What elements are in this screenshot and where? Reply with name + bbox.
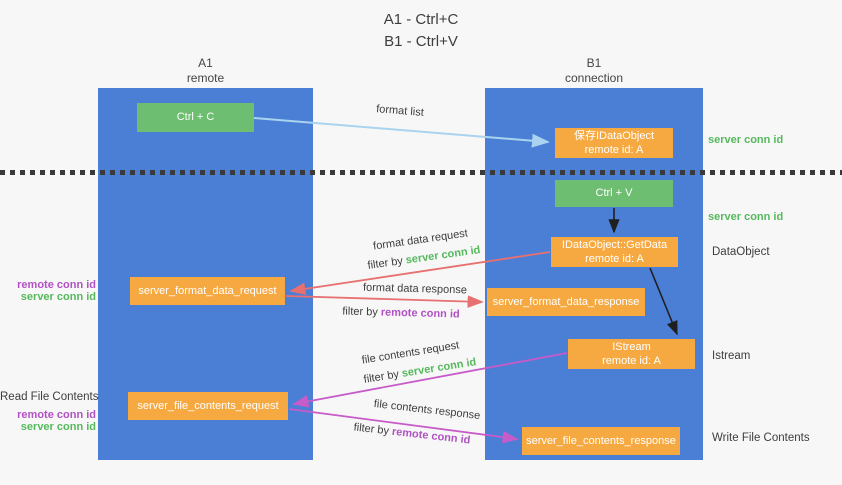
edge-format-data-response	[285, 295, 484, 308]
lane-header-b1: B1 connection	[485, 56, 703, 86]
side-label-read-file-contents: Read File Contents	[0, 391, 99, 403]
remote-conn-id-text: remote conn id	[380, 306, 460, 321]
side-label-dataobject: DataObject	[712, 246, 770, 258]
lane-b1-name: B1	[586, 56, 602, 70]
node-file-request-label: server_file_contents_request	[137, 399, 279, 412]
edge-getdata-to-istream	[649, 267, 678, 336]
side-label-server-conn-id-1: server conn id	[20, 291, 96, 303]
edge-format-data-request	[289, 251, 551, 296]
node-getdata-line2: remote id: A	[585, 253, 644, 265]
side-label-server-conn-id-2: server conn id	[20, 421, 96, 433]
side-label-group-format: remote conn id server conn id	[8, 279, 96, 303]
node-istream: IStream remote id: A	[568, 339, 695, 369]
node-save-idataobject-line2: remote id: A	[584, 144, 644, 156]
node-istream-line1: IStream	[612, 340, 651, 353]
node-server-file-contents-response: server_file_contents_response	[522, 427, 680, 455]
lane-a1-subtitle: remote	[186, 71, 225, 85]
filter-by-text: filter by	[342, 305, 378, 319]
lane-header-a1: A1 remote	[98, 56, 313, 86]
node-server-format-data-request: server_format_data_request	[130, 277, 285, 305]
node-ctrl-v: Ctrl + V	[555, 180, 673, 207]
side-label-server-conn-id-top: server conn id	[708, 134, 784, 146]
node-ctrl-v-label: Ctrl + V	[595, 187, 633, 200]
side-label-istream: Istream	[712, 350, 751, 362]
edge-format-list	[253, 117, 550, 148]
title-line-2: B1 - Ctrl+V	[384, 32, 458, 50]
node-ctrl-c-label: Ctrl + C	[176, 111, 215, 124]
edge-file-contents-request	[292, 352, 568, 408]
node-server-format-data-response: server_format_data_response	[487, 288, 645, 316]
node-format-request-label: server_format_data_request	[138, 284, 277, 297]
node-istream-line2: remote id: A	[602, 355, 661, 367]
node-server-file-contents-request: server_file_contents_request	[128, 392, 288, 420]
lane-b1-subtitle: connection	[564, 71, 624, 85]
diagram-title: A1 - Ctrl+C B1 - Ctrl+V	[0, 9, 842, 53]
lane-a1-name: A1	[198, 56, 213, 70]
node-save-idataobject-line1: 保存IDataObject	[573, 129, 655, 142]
side-label-remote-conn-id-2: remote conn id	[17, 409, 96, 421]
edge-file-contents-response	[288, 408, 519, 444]
side-label-write-file-contents: Write File Contents	[712, 432, 810, 444]
dotted-separator-line	[0, 170, 842, 175]
side-label-group-file: remote conn id server conn id	[8, 409, 96, 433]
title-line-1: A1 - Ctrl+C	[383, 11, 459, 28]
node-getdata-line1: IDataObject::GetData	[561, 238, 668, 251]
node-ctrl-c: Ctrl + C	[137, 103, 254, 132]
side-label-remote-conn-id-1: remote conn id	[17, 279, 96, 291]
node-save-idataobject: 保存IDataObject remote id: A	[555, 128, 673, 158]
node-format-response-label: server_format_data_response	[492, 295, 640, 308]
node-file-response-label: server_file_contents_response	[526, 434, 676, 447]
node-idataobject-getdata: IDataObject::GetData remote id: A	[551, 237, 678, 267]
side-label-server-conn-id-mid: server conn id	[708, 211, 784, 223]
